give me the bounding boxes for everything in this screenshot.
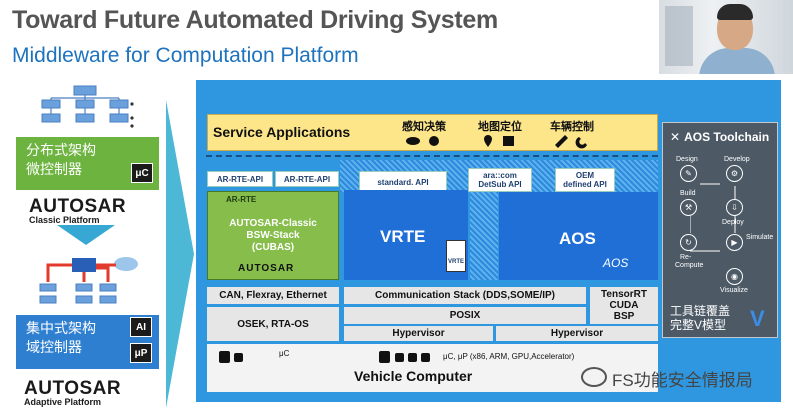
visualize-icon: ◉ — [726, 268, 743, 285]
recompute-label-1: Re- — [680, 254, 692, 261]
up-label: μC, μP (x86, ARM, GPU,Accelerator) — [443, 352, 575, 361]
classic-line3: (CUBAS) — [251, 242, 295, 253]
aos-toolchain-title: ✕AOS Toolchain — [670, 130, 769, 144]
develop-icon: ⚙ — [726, 165, 743, 182]
osek-rta-os-box: OSEK, RTA-OS — [207, 307, 339, 341]
oem-api-line2: defined API — [563, 180, 607, 189]
can-flexray-ethernet-box: CAN, Flexray, Ethernet — [207, 287, 339, 304]
distributed-architecture-box: 分布式架构 微控制器 μC — [16, 137, 159, 190]
develop-label: Develop — [724, 156, 750, 163]
slide-subtitle: Middleware for Computation Platform — [12, 44, 359, 67]
presenter-video — [659, 0, 793, 74]
service-applications-title: Service Applications — [213, 124, 351, 140]
up-chip-icon-4 — [421, 353, 430, 362]
ar-rte-label: AR-RTE — [226, 195, 257, 204]
visualize-label: Visualize — [720, 287, 748, 294]
ar-rte-api-tab-1: AR-RTE-API — [207, 171, 273, 187]
classic-stack-text: AUTOSAR-Classic BSW-Stack (CUBAS) — [208, 218, 338, 254]
simulate-icon: ▶ — [726, 234, 743, 251]
vehicle-computer-box: μC μC, μP (x86, ARM, GPU,Accelerator) Ve… — [207, 344, 658, 392]
dashed-separator — [206, 155, 658, 157]
deploy-label: Deploy — [722, 219, 744, 226]
toolchain-title-text: AOS Toolchain — [684, 130, 770, 144]
adaptive-logo-text: AUTOSAR — [24, 378, 122, 399]
v-model-logo: V — [750, 306, 765, 331]
watermark-text: FS功能安全情报局 — [612, 371, 753, 390]
autosar-classic-block: AR-RTE AUTOSAR-Classic BSW-Stack (CUBAS)… — [207, 191, 339, 280]
posix-box: POSIX — [344, 307, 586, 324]
up-chip-icon-3 — [408, 353, 417, 362]
perception-decision-label: 感知决策 — [402, 121, 446, 133]
hypervisor-box-2: Hypervisor — [496, 326, 658, 341]
build-icon: ⚒ — [680, 199, 697, 216]
classic-line1: AUTOSAR-Classic — [229, 218, 317, 229]
map-localization-label: 地图定位 — [478, 121, 522, 133]
up-chip-icon-2 — [395, 353, 404, 362]
vrte-product-box-icon: VRTE — [446, 240, 466, 272]
up-chip-icon-1 — [379, 351, 390, 363]
toolchain-cn-caption: 工具链覆盖 完整V模型 — [670, 304, 730, 332]
oem-api-tab: OEM defined API — [555, 168, 615, 192]
hypervisor-box-1: Hypervisor — [344, 326, 493, 341]
uc-chip-icon-1 — [219, 351, 230, 363]
centralized-label-line1: 集中式架构 — [26, 320, 96, 336]
toolchain-cn-line2: 完整V模型 — [670, 318, 727, 332]
uc-chip-icon-2 — [234, 353, 243, 362]
aos-title: AOS — [559, 229, 596, 248]
communication-stack-box: Communication Stack (DDS,SOME/IP) — [344, 287, 586, 304]
autosar-adaptive-logo: AUTOSAR — [24, 378, 121, 400]
presenter-hair — [717, 4, 753, 20]
design-label: Design — [676, 156, 698, 163]
design-icon: ✎ — [680, 165, 697, 182]
ara-com-line1: ara::com — [483, 171, 517, 180]
simulate-label: Simulate — [746, 234, 774, 241]
tools-icon: ✕ — [670, 130, 681, 144]
tensorrt-cuda-bsp-box: TensorRT CUDA BSP — [590, 287, 658, 324]
classic-block-logo: AUTOSAR — [238, 263, 295, 274]
vrte-aos-hatch — [470, 192, 498, 280]
slide-title: Toward Future Automated Driving System — [12, 6, 498, 34]
classic-logo-text: AUTOSAR — [29, 196, 127, 217]
right-arrow-icon — [166, 100, 194, 408]
background-shelf — [665, 6, 693, 66]
centralized-label-line2: 域控制器 — [26, 339, 82, 355]
autosar-classic-logo: AUTOSAR — [29, 196, 126, 218]
recompute-icon: ↻ — [680, 234, 697, 251]
oem-api-line1: OEM — [575, 171, 595, 180]
ara-com-line2: DetSub API — [478, 180, 522, 189]
aos-toolchain-panel — [662, 122, 778, 338]
ai-chip-icon: AI — [130, 317, 152, 337]
recompute-label-2: Compute — [675, 262, 704, 269]
wechat-icon — [581, 367, 607, 387]
service-category-icons — [406, 135, 587, 149]
microprocessor-chip-icon: μP — [130, 343, 152, 363]
ara-com-api-tab: ara::com DetSub API — [468, 168, 532, 192]
toolchain-cn-line1: 工具链覆盖 — [670, 304, 731, 318]
presenter-shirt — [699, 48, 775, 74]
down-arrow-icon — [57, 225, 115, 245]
centralized-network-icon — [39, 257, 138, 304]
classic-platform-label: Classic Platform — [29, 215, 100, 225]
vehicle-computer-title: Vehicle Computer — [354, 368, 473, 384]
cuda-label: CUDA — [609, 300, 639, 311]
deploy-icon: ⇩ — [726, 199, 743, 216]
distributed-network-icon — [41, 85, 134, 128]
ar-rte-api-tab-2: AR-RTE-API — [275, 171, 339, 187]
tensorrt-label: TensorRT — [601, 289, 647, 300]
vrte-block: VRTE VRTE — [344, 190, 468, 280]
build-label: Build — [680, 190, 696, 197]
aos-logo: AOS — [603, 256, 629, 270]
uc-label: μC — [279, 349, 290, 358]
microcontroller-chip-icon: μC — [131, 163, 153, 183]
aos-block: AOS AOS — [499, 192, 658, 280]
v-model-arrows — [690, 183, 736, 252]
distributed-label-line1: 分布式架构 — [26, 142, 96, 158]
distributed-label-line2: 微控制器 — [26, 161, 82, 177]
centralized-architecture-box: 集中式架构 域控制器 AI μP — [16, 315, 159, 369]
vehicle-control-label: 车辆控制 — [550, 121, 594, 133]
vrte-title: VRTE — [380, 227, 426, 246]
adaptive-platform-label: Adaptive Platform — [24, 397, 102, 407]
bsp-label: BSP — [613, 311, 635, 322]
classic-line2: BSW-Stack — [246, 230, 300, 241]
